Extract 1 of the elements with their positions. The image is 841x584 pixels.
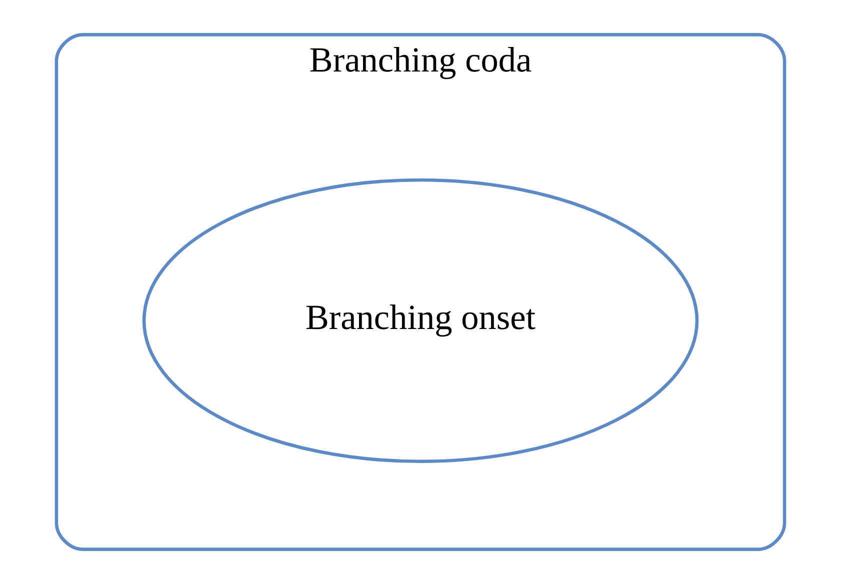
node-ellipse: Branching onset	[142, 178, 699, 464]
